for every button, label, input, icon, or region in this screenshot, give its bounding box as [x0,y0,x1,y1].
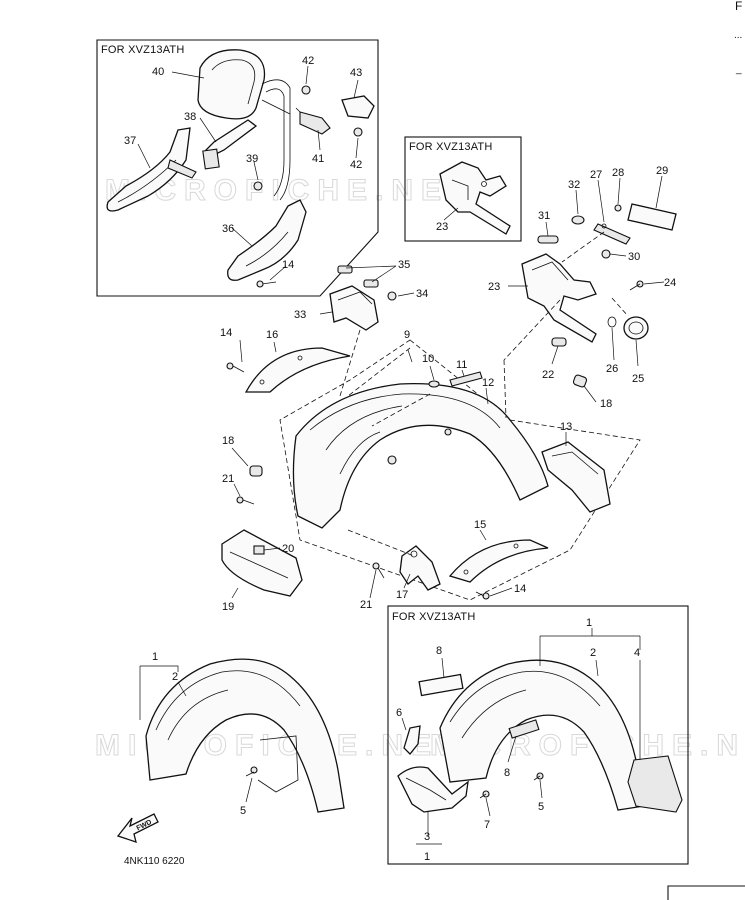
callout-1-bottom: 1 [424,851,430,863]
callout-29: 29 [656,165,668,177]
callout-21-top: 21 [222,473,234,485]
callout-18-left: 18 [222,435,234,447]
callout-15: 15 [474,519,486,531]
callout-8-top: 8 [436,645,442,657]
callout-10: 10 [422,353,434,365]
callout-38: 38 [184,111,196,123]
callout-32: 32 [568,179,580,191]
backrest-box: FOR XVZ13ATH [96,39,379,297]
callout-39: 39 [246,153,258,165]
callout-14-box1: 14 [282,259,294,271]
callout-24: 24 [664,277,676,289]
callout-11: 11 [456,359,467,371]
callout-22: 22 [542,369,554,381]
callout-12: 12 [482,377,494,389]
callout-43: 43 [350,67,362,79]
callout-37: 37 [124,135,136,147]
callout-27: 27 [590,169,602,181]
rear-fender-assembly [221,265,641,601]
callout-21-bottom: 21 [360,599,372,611]
callout-2-left: 2 [172,671,178,683]
edge-glyph-f: F [735,0,742,13]
callout-41: 41 [312,153,324,165]
callout-23: 23 [488,281,500,293]
callout-6: 6 [396,707,402,719]
callout-19: 19 [222,601,234,613]
callout-4-box: 4 [634,647,640,659]
callout-26: 26 [606,363,618,375]
callout-35: 35 [398,259,410,271]
right-bracket-assembly [503,175,677,419]
fender-variant-box: FOR XVZ13ATH [387,605,689,865]
box-label-backrest: FOR XVZ13ATH [101,44,185,56]
callout-33: 33 [294,309,306,321]
callout-1-box: 1 [586,617,592,629]
fwd-label: FWD [136,819,153,832]
page-tab-corner [667,885,745,900]
callout-20: 20 [282,543,294,555]
callout-7: 7 [484,819,490,831]
callout-5-box: 5 [538,801,544,813]
callout-28: 28 [612,167,624,179]
callout-16: 16 [266,329,278,341]
callout-40: 40 [152,66,164,78]
box-label-bracket: FOR XVZ13ATH [409,141,493,153]
callout-14-right: 14 [514,583,526,595]
callout-42-top: 42 [302,55,314,67]
callout-5-left: 5 [240,805,246,817]
fwd-arrow-icon: FWD [116,813,159,843]
callout-3: 3 [424,831,430,843]
callout-13: 13 [560,421,572,433]
callout-17: 17 [396,589,408,601]
edge-glyph-dash: _ [735,64,742,75]
callout-34: 34 [416,288,428,300]
callout-30: 30 [628,251,640,263]
callout-42-bottom: 42 [350,159,362,171]
callout-2-box: 2 [590,647,596,659]
box-label-fender: FOR XVZ13ATH [392,611,476,623]
callout-25: 25 [632,373,644,385]
callout-18-right: 18 [600,398,612,410]
callout-1-left: 1 [152,651,158,663]
bracket-box: FOR XVZ13ATH [404,136,522,242]
bottom-left-fender [139,658,345,813]
callout-31: 31 [538,210,550,222]
callout-23-box: 23 [436,221,448,233]
callout-9: 9 [404,329,410,341]
callout-8-bottom: 8 [504,767,510,779]
callout-36: 36 [222,223,234,235]
callout-14-left: 14 [220,327,232,339]
diagram-code: 4NK110 6220 [124,856,185,867]
edge-glyph-dots: ... [734,30,742,41]
